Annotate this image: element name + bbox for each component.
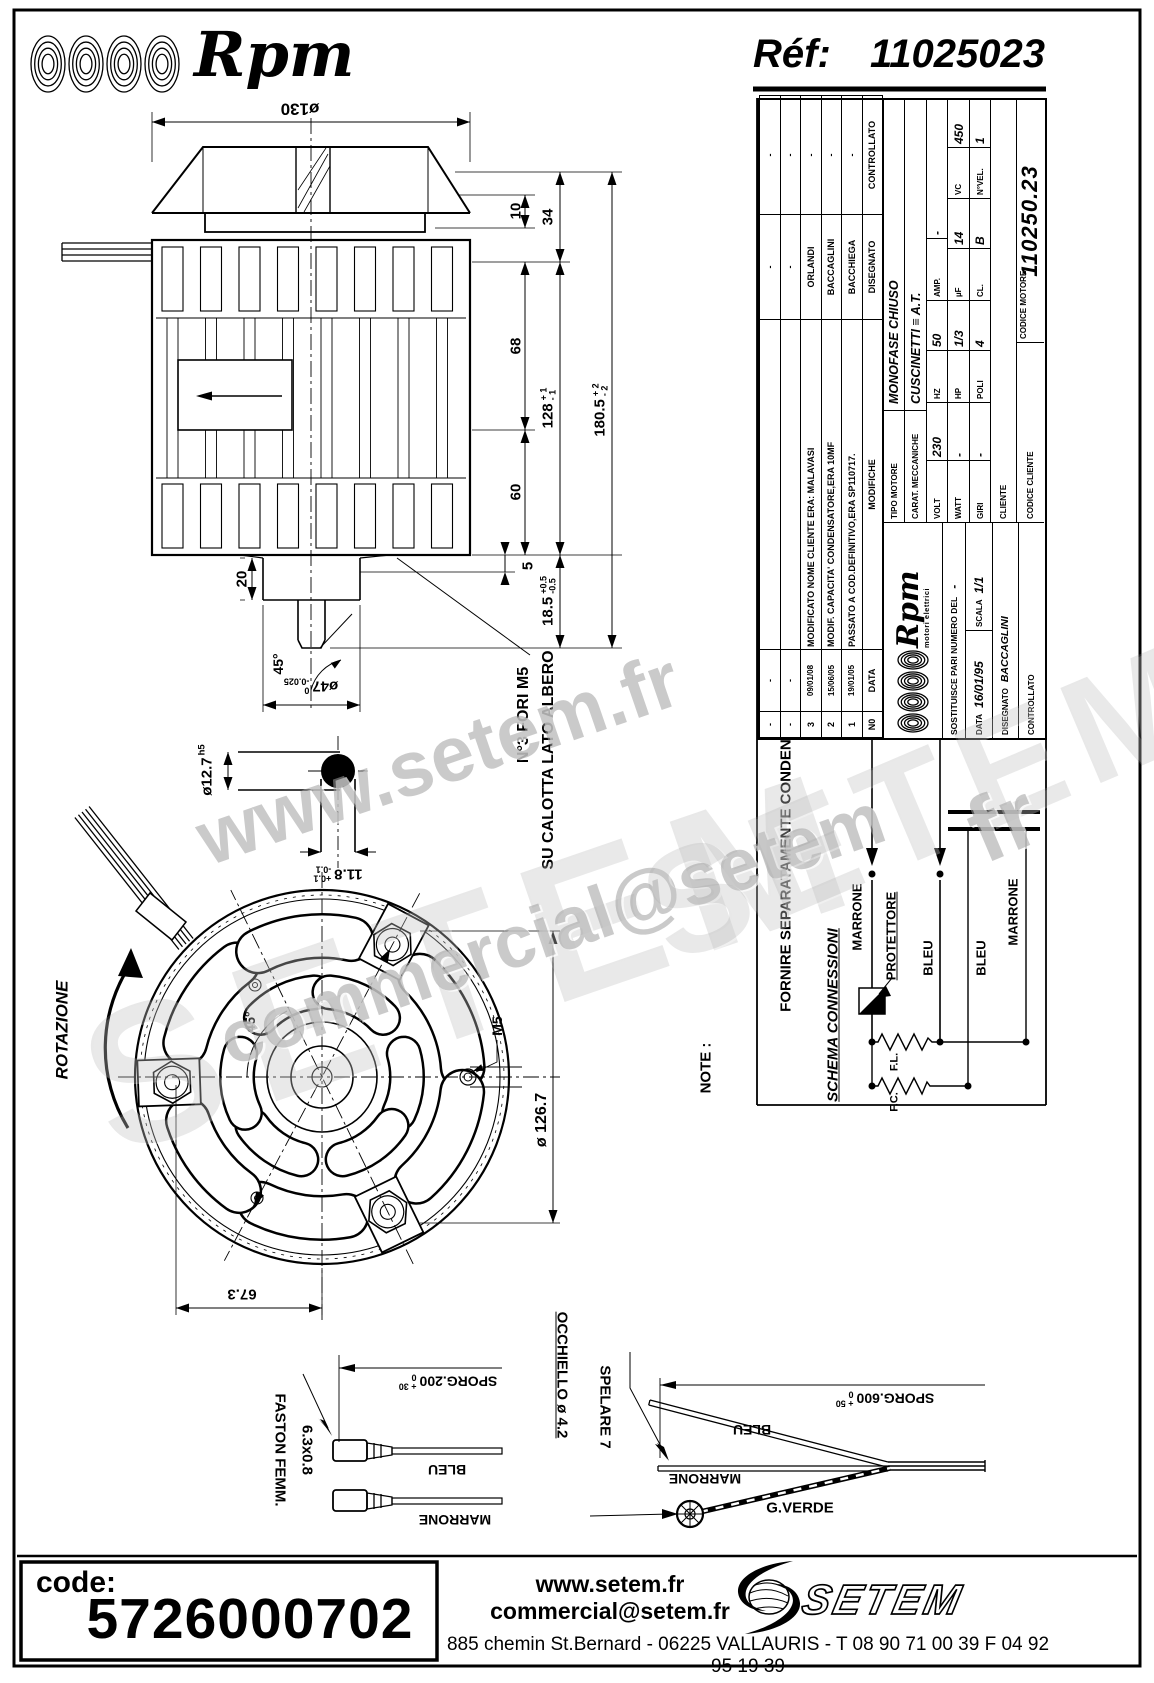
cable-drawing-left	[302, 1355, 503, 1512]
sheet-border	[12, 8, 1142, 1668]
code-label: code:	[36, 1566, 117, 1599]
dim-128: 128+ 1- 1	[538, 387, 558, 429]
faston-connector-icon	[332, 1439, 368, 1462]
marrone-wire-label: MARRONE	[849, 883, 865, 951]
schema-title: SCHEMA CONNESSIONI	[824, 928, 842, 1102]
setem-logo-icon	[737, 1561, 801, 1634]
revision-row: ----	[780, 95, 801, 738]
dim-18-5: 18.5+0.5-0.5	[538, 576, 558, 626]
dim-20: 20	[233, 570, 251, 588]
dimension-lines	[152, 117, 617, 1313]
dim-68: 68	[507, 337, 525, 355]
codice-motore-value: 110250.23	[1017, 165, 1043, 277]
dim-m5: M5	[489, 1016, 505, 1036]
note-label: NOTE :	[697, 1042, 715, 1094]
gverde-label: G.VERDE	[766, 1499, 834, 1517]
note-fori-m5: N°3 FORI M5	[515, 666, 532, 764]
code-box	[19, 1560, 439, 1662]
ref-label: Réf:	[753, 32, 831, 76]
bleu-right-label: BLEU	[732, 1422, 772, 1438]
reference-block: Réf: 11025023	[753, 32, 1045, 77]
rpm-coil-icon	[30, 35, 180, 93]
code-number: 5726000702	[86, 1587, 414, 1651]
keyway-detail	[238, 736, 376, 868]
rpm-logo-text: Rpm	[194, 18, 355, 91]
dim-5: 5	[519, 561, 537, 571]
dim-126-7: ø 126.7	[533, 1092, 550, 1148]
revision-row: ----	[759, 95, 780, 738]
setem-wordmark: SETEM	[798, 1576, 968, 1622]
dim-11-8: 11.8+0.1-0.1	[313, 865, 363, 884]
footer-email: commercial@setem.fr	[490, 1598, 730, 1624]
rpm-name-small: Rpm	[890, 570, 926, 648]
side-view-drawing	[30, 35, 622, 868]
front-view-drawing	[74, 806, 560, 1320]
dim-45-front: 45°	[242, 1011, 258, 1033]
dim-fan-diameter: ø130	[280, 99, 320, 119]
fl-label: F.L.	[888, 1052, 901, 1072]
fc-resistor-icon	[871, 1042, 968, 1096]
marrone-left-label: MARRONE	[418, 1512, 492, 1528]
cable-drawing-right	[589, 1352, 986, 1529]
fl-resistor-icon	[872, 1032, 940, 1052]
marrone-right-label: MARRONE	[668, 1471, 742, 1487]
bleu-left-label: BLEU	[427, 1462, 467, 1478]
faston-connector-icon	[332, 1489, 368, 1512]
dim-12-7: ø12.7h5	[196, 744, 216, 796]
dim-180-5: 180.5+ 2- 2	[590, 383, 610, 437]
ref-value: 11025023	[870, 32, 1045, 76]
rotazione-label: ROTAZIONE	[52, 980, 72, 1080]
controllato-row: CONTROLLATO	[1017, 523, 1044, 738]
protettore-label: PROTETTORE	[883, 891, 899, 981]
bleu-capacitor-label: BLEU	[973, 940, 989, 976]
marrone-capacitor-label: MARRONE	[1005, 878, 1021, 946]
faston-label: FASTON FEMM.	[271, 1393, 289, 1507]
dim-45-side: 45°	[270, 653, 286, 675]
footer-website: www.setem.fr	[535, 1571, 685, 1597]
schema-circuit	[858, 677, 1040, 1096]
sostituisce-row: SOSTITUISCE PARI NUMERO DEL-	[942, 523, 966, 738]
cliente-row: CLIENTE	[991, 100, 1017, 522]
note-calotta: SU CALOTTA LATO ALBERO	[540, 650, 557, 870]
footer-address: 885 chemin St.Bernard - 06225 VALLAURIS …	[446, 1634, 1050, 1677]
capacitor-icon	[948, 810, 1040, 831]
dim-67-3: 67.3	[227, 1285, 257, 1303]
dim-10: 10	[507, 202, 525, 220]
dim-34: 34	[539, 208, 557, 226]
occhiello-label: OCCHIELLO ø 4.2	[553, 1311, 571, 1439]
bleu-wire-label: BLEU	[920, 940, 936, 976]
spelare-label: SPELARE 7	[596, 1365, 614, 1449]
dim-60: 60	[507, 483, 525, 501]
rpm-coil-icon-small	[897, 650, 929, 733]
faston-size-label: 6.3x0.8	[298, 1424, 316, 1476]
fc-label: F.C.	[888, 1092, 901, 1112]
